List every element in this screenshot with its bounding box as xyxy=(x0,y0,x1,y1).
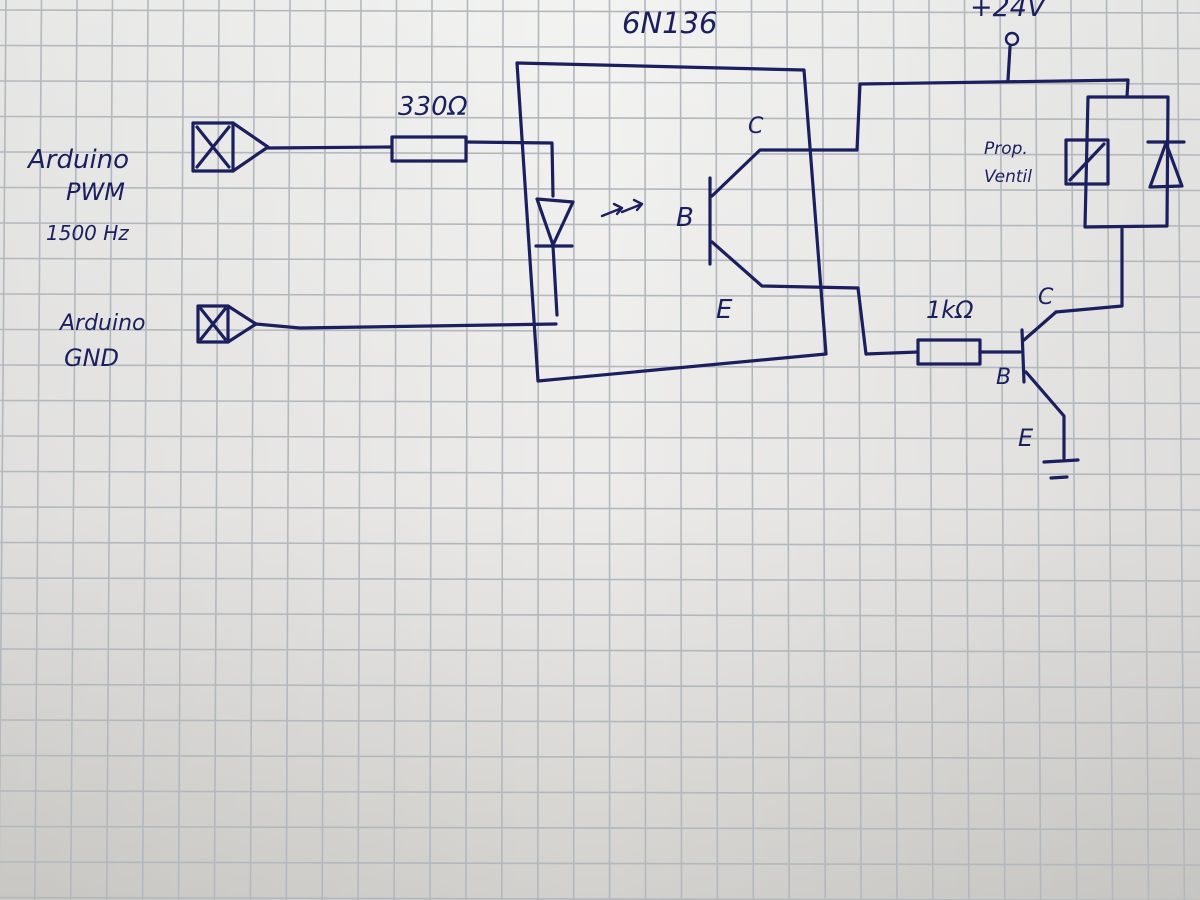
grid-line-vertical xyxy=(177,0,185,900)
grid-line-vertical xyxy=(715,0,719,900)
grid-line-vertical xyxy=(963,0,970,900)
grid-line-horizontal xyxy=(0,612,1200,618)
grid-line-horizontal xyxy=(0,151,1200,156)
resistor1-label: 330Ω xyxy=(398,92,468,122)
grid-line-horizontal xyxy=(0,293,1200,298)
transistor-base-label: B xyxy=(996,365,1011,390)
phototransistor-symbol xyxy=(708,148,860,290)
grid-line-horizontal xyxy=(0,719,1200,724)
arduino-pwm-label-3: 1500 Hz xyxy=(46,221,129,245)
wire-gnd-to-ic xyxy=(254,322,558,330)
grid-line-horizontal xyxy=(0,825,1200,831)
opto-collector-label: C xyxy=(748,114,764,139)
grid-line-horizontal xyxy=(0,328,1200,334)
grid-line-horizontal xyxy=(0,896,1200,900)
grid-line-vertical xyxy=(644,0,647,900)
grid-line-vertical xyxy=(536,0,540,900)
grid-line-vertical xyxy=(928,0,934,900)
grid-line-horizontal xyxy=(0,257,1200,263)
supply-tap xyxy=(1006,45,1012,82)
transistor-collector-label: C xyxy=(1038,285,1054,310)
grid-line-horizontal xyxy=(0,683,1200,689)
grid-line-horizontal xyxy=(0,470,1200,476)
grid-line-vertical xyxy=(1141,0,1150,900)
grid-line-horizontal xyxy=(0,790,1200,795)
arduino-pwm-label-1: Arduino xyxy=(26,145,129,175)
grid-line-horizontal xyxy=(0,115,1200,121)
arduino-gnd-label-1: Arduino xyxy=(58,311,146,336)
grid-line-vertical xyxy=(679,0,683,900)
wire-emitter-to-resistor xyxy=(856,286,920,356)
wire-pwm-to-resistor xyxy=(266,145,392,150)
grid-line-vertical xyxy=(141,0,149,900)
grid-line-vertical xyxy=(105,0,114,900)
transistor-emitter-label: E xyxy=(1018,424,1034,452)
valve-label-2: Ventil xyxy=(984,167,1032,187)
grid-line-vertical xyxy=(1070,0,1078,900)
grid-line-vertical xyxy=(34,0,43,900)
arduino-pwm-label-2: PWM xyxy=(66,178,125,206)
grid-line-horizontal xyxy=(0,754,1200,760)
grid-line-vertical xyxy=(285,0,291,900)
grid-line-vertical xyxy=(1176,0,1186,900)
grid-line-horizontal xyxy=(0,364,1200,369)
supply-label: +24V xyxy=(970,0,1048,23)
valve-label-1: Prop. xyxy=(984,139,1028,159)
grid-line-horizontal xyxy=(0,577,1200,582)
grid-line-vertical xyxy=(1034,0,1042,900)
npn-transistor-symbol xyxy=(1020,310,1066,460)
grid-line-horizontal xyxy=(0,648,1200,653)
grid-line-vertical xyxy=(249,0,256,900)
grid-line-vertical xyxy=(999,0,1006,900)
prop-valve-coil xyxy=(1064,138,1110,186)
grid-line-vertical xyxy=(357,0,362,900)
ic-name-label: 6N136 xyxy=(622,6,718,40)
grid-line-vertical xyxy=(321,0,327,900)
freewheel-diode-symbol xyxy=(1146,140,1186,189)
grid-line-horizontal xyxy=(0,222,1200,227)
grid-line-vertical xyxy=(0,0,7,862)
grid-line-horizontal xyxy=(0,861,1200,866)
grid-line-vertical xyxy=(429,0,433,900)
grid-line-vertical xyxy=(393,0,398,900)
ic-6n136-box xyxy=(515,61,828,383)
prop-valve-coil-mark xyxy=(1068,142,1106,182)
supply-terminal xyxy=(1004,31,1020,47)
opto-base-label: B xyxy=(676,203,694,233)
grid-line-horizontal xyxy=(0,435,1200,440)
grid-line-horizontal xyxy=(0,506,1200,511)
grid-line-vertical xyxy=(69,0,78,900)
grid-line-horizontal xyxy=(0,9,1200,14)
grid-line-vertical xyxy=(892,0,898,900)
grid-line-vertical xyxy=(750,0,755,900)
opto-emitter-label: E xyxy=(716,295,733,325)
grid-line-vertical xyxy=(213,0,220,900)
light-arrows-icon xyxy=(600,198,644,218)
grid-line-horizontal xyxy=(0,541,1200,547)
grid-line-horizontal xyxy=(0,44,1200,50)
grid-line-vertical xyxy=(500,0,504,900)
arduino-gnd-label-2: GND xyxy=(64,344,119,372)
ground-symbol xyxy=(1042,458,1080,480)
wire-resistor-to-led xyxy=(464,140,555,198)
led-symbol xyxy=(534,197,575,317)
grid-line-horizontal xyxy=(0,186,1200,192)
resistor2-label: 1kΩ xyxy=(926,296,974,324)
resistor-330-ohm xyxy=(390,135,468,163)
wire-collector-to-supply xyxy=(855,78,1130,152)
grid-line-horizontal xyxy=(0,399,1200,405)
